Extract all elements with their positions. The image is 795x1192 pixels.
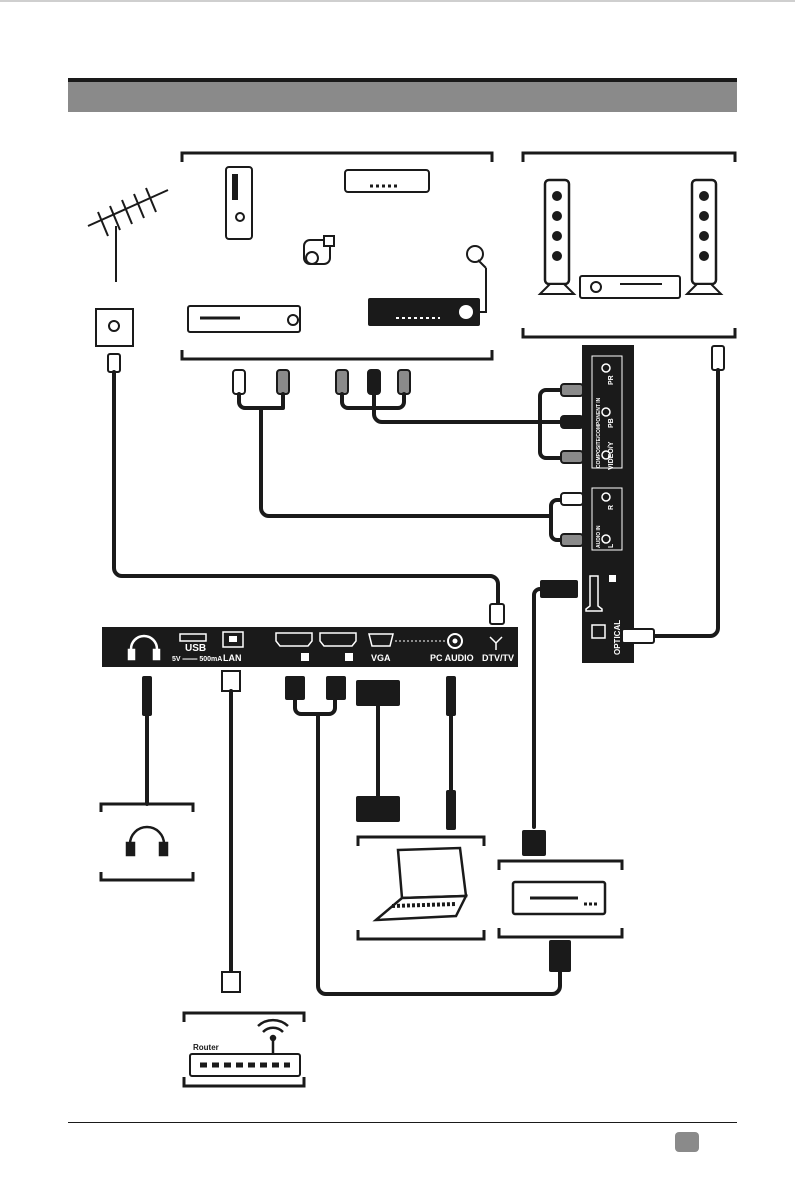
laptop-bracket-bottom [358,930,484,939]
coax-plug-tv [490,604,504,624]
pr-label: PR [608,375,615,385]
lan-port-jack [229,636,237,642]
coax-plug [108,354,120,372]
optical-plug-speaker [712,346,724,370]
vga-plug-tv [356,680,400,706]
pb-label: PB [608,418,615,428]
router-icon [190,1054,300,1076]
right-speaker-icon [687,180,721,294]
hdmi-port-1-indicator [301,653,309,661]
rca-plug-red [277,370,289,394]
speaker-bracket-bottom [523,328,735,337]
side-hdmi-cable [534,589,540,827]
satellite-receiver-icon [368,298,480,326]
lan-label: LAN [223,653,242,663]
hdmi-cable-to-recorder [295,700,560,994]
left-speaker-icon [540,180,574,294]
optical-cable [654,370,718,636]
pc-audio-label: PC AUDIO [430,653,474,663]
wall-outlet-icon [96,309,133,346]
antenna-cable [114,372,498,604]
side-hdmi-indicator [609,575,616,582]
video-y-label: VIDEO/Y [608,441,615,470]
source-devices-bracket-bottom [182,350,492,359]
headphone-bracket-top [101,804,193,812]
audio-lr-cable [239,394,551,516]
component-plug-pr-tv [561,384,583,396]
router-label: Router [193,1043,219,1052]
laptop-icon [376,848,466,920]
av-receiver-icon [580,276,680,298]
antenna-icon [88,188,168,282]
usb-label: USB [185,643,206,654]
camcorder-icon [304,236,334,264]
rca-plug-r-tv [561,493,583,505]
component-cable-split [540,390,562,458]
pc-audio-plug-tv [446,676,456,716]
wifi-icon [258,1020,288,1054]
component-plug-3 [398,370,410,394]
component-plug-1 [336,370,348,394]
headphone-bracket-bottom [101,872,193,880]
audio-l-label: L [608,543,615,548]
component-plug-y-tv [561,451,583,463]
router-bracket-top [184,1013,304,1022]
audio-in-label: AUDIO IN [596,525,602,548]
side-hdmi-plug [540,580,578,598]
dvd-player-icon [188,306,300,332]
hdmi-port-2-indicator [345,653,353,661]
lan-plug-tv [222,671,240,691]
footer-rule [68,1122,737,1123]
headphone-plug [142,676,152,716]
pc-audio-port-center [453,639,458,644]
vga-plug-pc [356,796,400,822]
vga-label: VGA [371,653,391,663]
pc-audio-plug-pc [446,790,456,830]
optical-label: OPTICAL [613,620,622,655]
usb-rating-label: 5V ═══ 500mA [172,656,222,663]
component-in-label: COMPOSITE/COMPONENT IN [596,397,602,468]
hdmi-plug-1 [285,676,305,700]
game-console-icon [226,167,252,239]
audio-lr-cable-split [551,500,562,540]
audio-r-label: R [608,505,615,510]
satellite-dish-icon [467,246,486,268]
dvd-recorder-icon [513,882,605,914]
rca-plug-white [233,370,245,394]
laptop-bracket-top [358,837,484,846]
recorder-bracket-bottom [499,928,622,937]
hdmi-plug-recorder-top [522,830,546,856]
speaker-bracket-top [523,153,735,162]
component-cable [342,394,540,422]
router-bracket-bottom [184,1077,304,1086]
headphones-icon [127,827,167,855]
tv-side-panel [582,345,634,663]
lan-plug-router [222,972,240,992]
optical-plug-tv [622,629,654,643]
source-devices-bracket-top [182,153,492,162]
component-plug-2 [368,370,380,394]
set-top-box-icon [345,170,429,192]
recorder-bracket-top [499,861,622,870]
page-number-badge [675,1132,699,1152]
rca-plug-l-tv [561,534,583,546]
component-plug-pb-tv [561,416,583,428]
hdmi-plug-2 [326,676,346,700]
hdmi-plug-recorder-bottom [549,940,571,972]
dtv-tv-label: DTV/TV [482,653,514,663]
